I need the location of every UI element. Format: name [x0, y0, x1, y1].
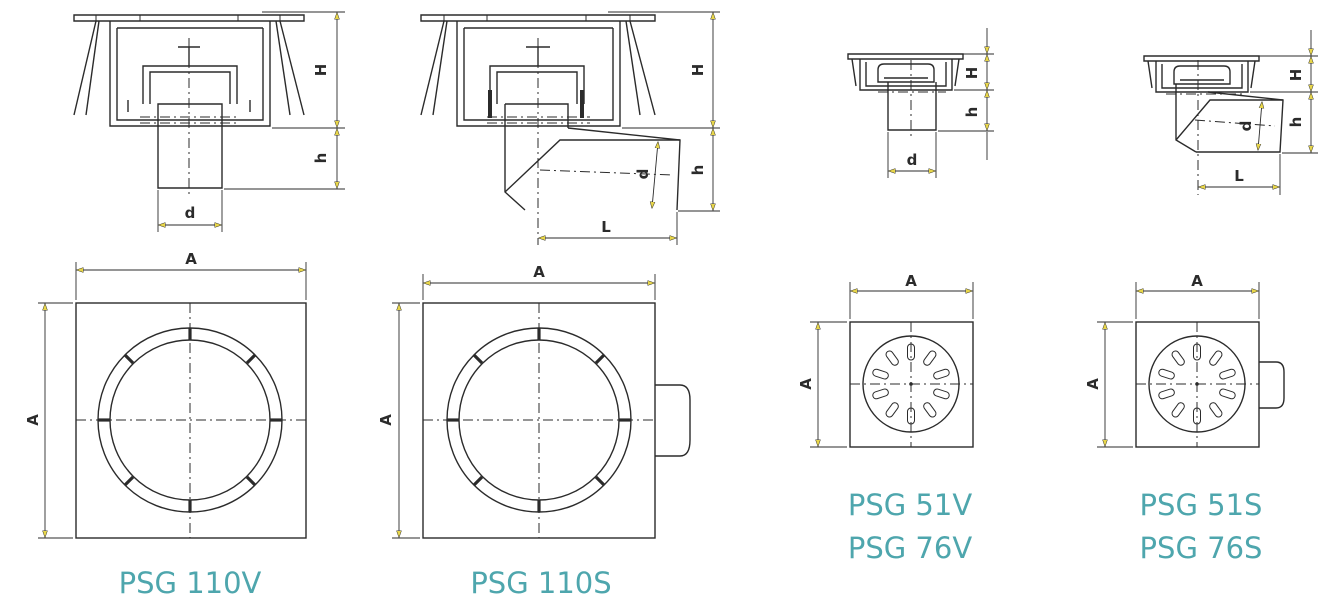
- model-label-psg110v: PSG 110V: [118, 566, 262, 600]
- psg110s-side-view: H h d L: [420, 11, 720, 245]
- psg51s-side-view: H h d L: [1143, 30, 1318, 195]
- model-label-psg76s: PSG 76S: [1139, 531, 1263, 565]
- psg110s-dim-d: d: [634, 169, 652, 180]
- psg51v-dim-h: h: [963, 107, 981, 118]
- psg110v-dim-d: d: [185, 204, 196, 222]
- psg51s-top-view: A A: [1084, 272, 1285, 448]
- psg110v-dim-h: h: [312, 153, 330, 164]
- psg110v-dim-A-top: A: [185, 250, 197, 268]
- psg51v-dim-H: H: [963, 67, 981, 80]
- psg110s-top-view: A A: [377, 263, 691, 539]
- model-label-psg51s: PSG 51S: [1139, 488, 1263, 522]
- psg110s-dim-L: L: [601, 218, 611, 236]
- psg51s-dim-A-top: A: [1191, 272, 1203, 290]
- psg110v-dim-A-side: A: [24, 414, 42, 426]
- psg51s-dim-d: d: [1237, 121, 1255, 132]
- psg51v-dim-d: d: [907, 151, 918, 169]
- psg51v-dim-A-side: A: [797, 378, 815, 390]
- psg51v-side-view: H h d: [847, 28, 994, 178]
- psg110s-dim-A-side: A: [377, 414, 395, 426]
- psg51s-dim-L: L: [1234, 167, 1244, 185]
- psg110s-dim-A-top: A: [533, 263, 545, 281]
- psg51s-dim-A-side: A: [1084, 378, 1102, 390]
- model-label-psg110s: PSG 110S: [470, 566, 612, 600]
- psg110s-dim-H: H: [689, 64, 707, 77]
- model-label-psg51v: PSG 51V: [847, 488, 973, 522]
- psg51s-dim-h: h: [1287, 117, 1305, 128]
- psg110s-dim-h: h: [689, 165, 707, 176]
- model-label-psg76v: PSG 76V: [847, 531, 973, 565]
- psg110v-side-view: H h d: [73, 11, 345, 232]
- psg51s-dim-H: H: [1287, 69, 1305, 82]
- psg51v-top-view: A A: [797, 272, 974, 448]
- psg51v-dim-A-top: A: [905, 272, 917, 290]
- psg110v-dim-H: H: [312, 64, 330, 77]
- psg110v-top-view: A A: [24, 250, 307, 539]
